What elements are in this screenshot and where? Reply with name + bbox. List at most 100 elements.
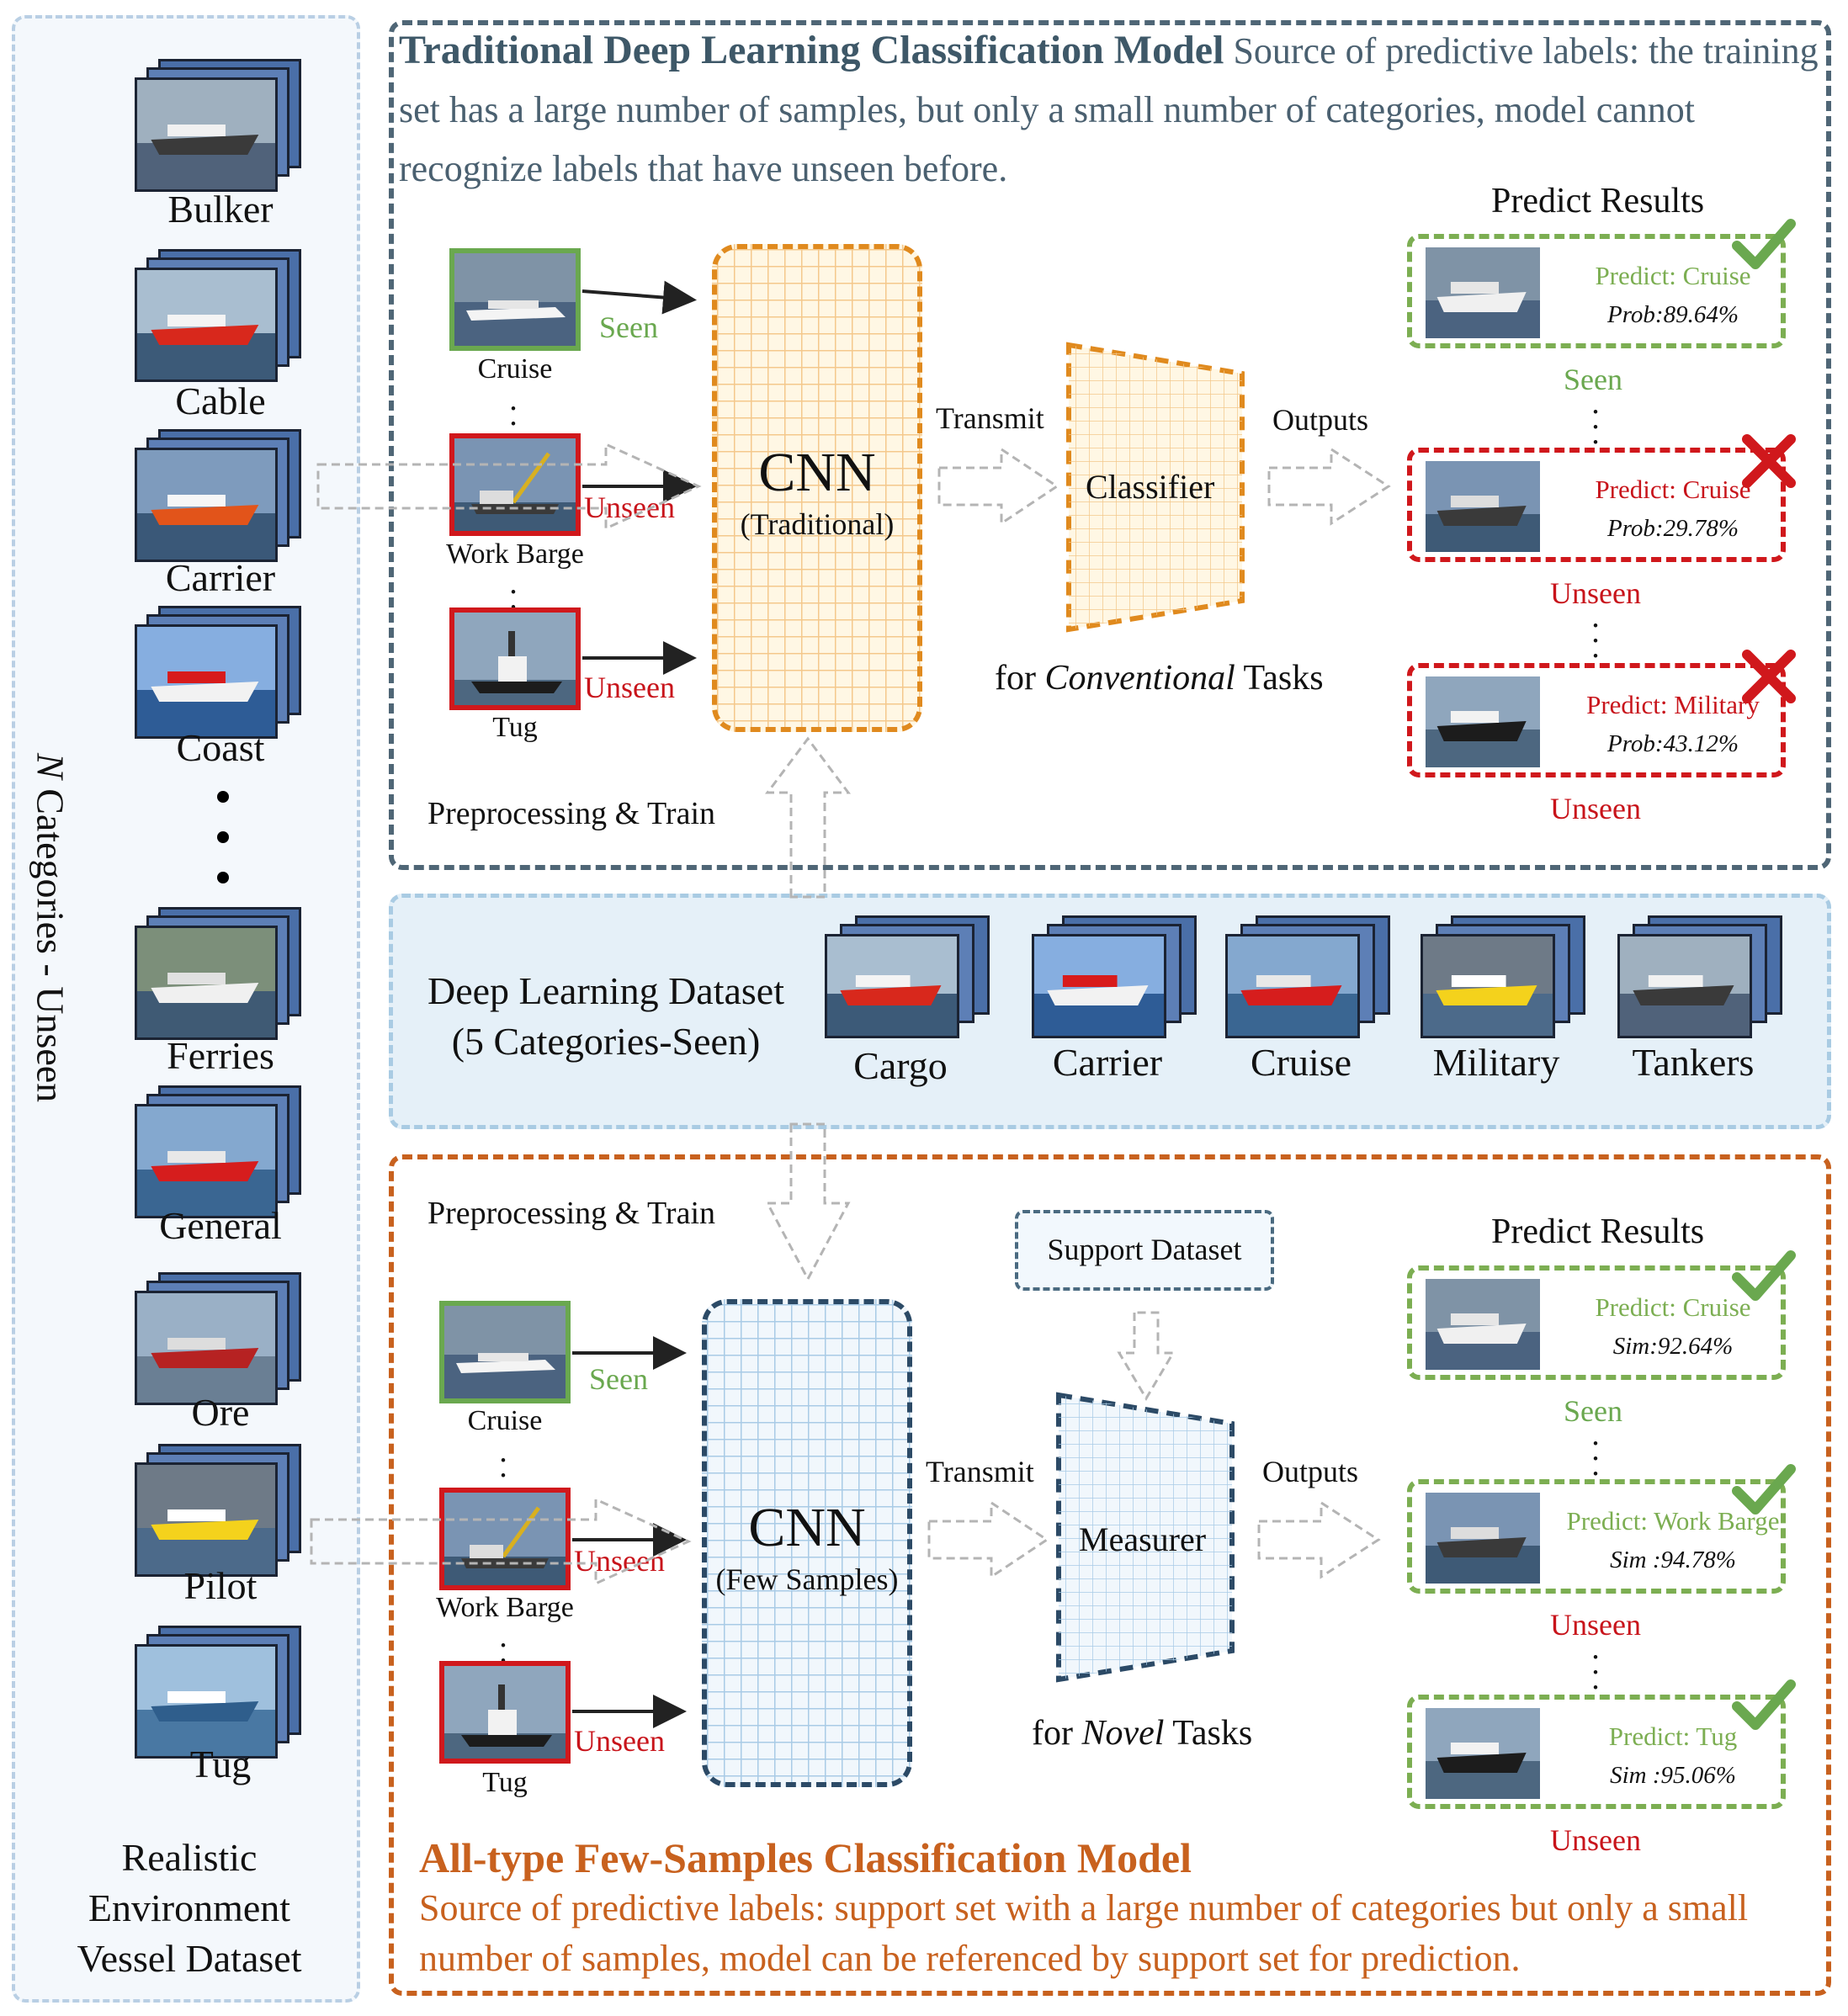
deep-learning-dataset-title: Deep Learning Dataset (5 Categories-Seen… [427, 969, 785, 1063]
hollow-arrow-top-transmit [937, 447, 1059, 526]
top-result-status-1: Seen [1564, 363, 1622, 396]
unseen-category-stack-cable [135, 249, 303, 384]
hollow-arrow-left-to-bottom [310, 1497, 692, 1586]
bottom-preprocessing-label: Preprocessing & Train [427, 1196, 715, 1231]
bottom-result-predict-1: Predict: Cruise [1595, 1292, 1751, 1322]
top-input-tug-image [449, 607, 581, 710]
measurer-label: Measurer [1079, 1520, 1207, 1558]
bottom-outputs-label: Outputs [1262, 1455, 1359, 1488]
bottom-result-image-1 [1426, 1279, 1540, 1370]
bottom-result-card-1: Predict: Cruise Sim:92.64% [1407, 1265, 1786, 1380]
top-result-status-2: Unseen [1550, 576, 1641, 610]
bottom-result-prob-1: Sim:92.64% [1612, 1333, 1734, 1360]
top-input-cruise-image [449, 248, 581, 351]
bottom-input-workbarge-image [439, 1488, 571, 1590]
top-transmit-label: Transmit [936, 401, 1044, 435]
top-result-card-1: Predict: Cruise Prob:89.64% [1407, 234, 1786, 348]
unseen-category-label-ferries: Ferries [167, 1034, 274, 1077]
bottom-input-tug-label: Tug [482, 1767, 528, 1798]
top-result-cross-icon-2 [1739, 431, 1799, 496]
seen-category-label-tankers: Tankers [1632, 1041, 1755, 1084]
hollow-arrow-dataset-to-bottom-cnn [765, 1122, 851, 1282]
support-dataset-box: Support Dataset [1015, 1210, 1274, 1291]
bottom-input-tug-image [439, 1661, 571, 1764]
unseen-category-label-pilot: Pilot [183, 1564, 258, 1607]
unseen-category-stack-coast [135, 606, 303, 740]
unseen-category-stack-bulker [135, 59, 303, 194]
seen-category-stack-carrier [1032, 915, 1200, 1042]
cnn-traditional-title: CNN [758, 442, 876, 503]
bottom-result-status-3: Unseen [1550, 1823, 1641, 1857]
bottom-result-predict-3: Predict: Tug [1608, 1722, 1738, 1751]
bottom-dots-1: ... [499, 1434, 507, 1499]
bottom-result-card-2: Predict: Work Barge Sim :94.78% [1407, 1479, 1786, 1594]
cnn-few-samples-block: CNN (Few Samples) [702, 1299, 912, 1787]
bottom-result-check-icon-1 [1732, 1249, 1796, 1307]
bottom-result-prob-2: Sim :94.78% [1610, 1546, 1736, 1573]
top-dots-1: ... [509, 382, 518, 448]
hollow-arrow-support-to-measurer [1117, 1311, 1176, 1401]
realistic-vessel-dataset-caption: Realistic Environment Vessel Dataset [77, 1836, 302, 1980]
novel-tasks-caption: for Novel Tasks [1032, 1714, 1253, 1753]
top-result-prob-3: Prob:43.12% [1607, 730, 1739, 757]
top-result-card-2: Predict: Cruise Prob:29.78% [1407, 448, 1786, 562]
hollow-arrow-dataset-to-top-cnn [765, 736, 851, 899]
conventional-tasks-caption: for Conventional Tasks [995, 659, 1324, 698]
seen-category-stack-tankers [1617, 915, 1786, 1042]
unseen-category-stack-tug [135, 1626, 303, 1760]
hollow-arrow-left-to-top [316, 442, 702, 531]
hollow-arrow-bottom-outputs [1257, 1500, 1381, 1579]
bottom-input-cruise-status: Seen [589, 1362, 648, 1396]
bottom-input-cruise-label: Cruise [467, 1405, 543, 1436]
top-result-card-3: Predict: Military Prob:43.12% [1407, 663, 1786, 777]
top-result-image-1 [1426, 247, 1540, 338]
seen-category-label-cargo: Cargo [853, 1044, 948, 1087]
bottom-result-dots-2: ... [1591, 1631, 1600, 1696]
top-arrow-cruise [581, 280, 697, 315]
top-input-cruise-status: Seen [599, 310, 658, 344]
top-result-dots-2: ... [1591, 599, 1600, 665]
bottom-result-status-1: Seen [1564, 1394, 1622, 1428]
top-result-predict-2: Predict: Cruise [1595, 475, 1751, 504]
left-vertical-dots [210, 791, 236, 883]
seen-category-stack-military [1421, 915, 1589, 1042]
seen-category-stack-cargo [825, 915, 993, 1042]
cnn-traditional-block: CNN (Traditional) [712, 244, 922, 732]
bottom-result-check-icon-2 [1732, 1462, 1796, 1520]
support-dataset-label: Support Dataset [1047, 1233, 1242, 1266]
seen-category-label-carrier: Carrier [1052, 1041, 1163, 1084]
seen-category-label-cruise: Cruise [1250, 1041, 1352, 1084]
unseen-category-label-carrier: Carrier [165, 556, 276, 599]
unseen-category-label-ore: Ore [191, 1391, 250, 1434]
unseen-category-label-tug: Tug [189, 1743, 252, 1785]
bottom-result-status-2: Unseen [1550, 1608, 1641, 1642]
bottom-result-predict-2: Predict: Work Barge [1566, 1506, 1780, 1536]
seen-category-label-military: Military [1432, 1041, 1560, 1084]
unseen-category-label-general: General [159, 1204, 282, 1247]
hollow-arrow-top-outputs [1267, 447, 1391, 526]
top-result-cross-icon-3 [1739, 646, 1799, 711]
top-input-tug-label: Tug [492, 712, 538, 743]
hollow-arrow-bottom-transmit [927, 1500, 1049, 1579]
bottom-result-image-3 [1426, 1708, 1540, 1799]
unseen-category-stack-pilot [135, 1444, 303, 1578]
top-result-dots-1: ... [1591, 385, 1600, 451]
unseen-category-label-cable: Cable [175, 379, 266, 422]
bottom-result-image-2 [1426, 1493, 1540, 1584]
unseen-category-stack-carrier [135, 429, 303, 564]
top-result-prob-1: Prob:89.64% [1607, 301, 1739, 328]
top-input-cruise-label: Cruise [477, 353, 553, 385]
unseen-category-stack-ore [135, 1272, 303, 1407]
top-outputs-label: Outputs [1272, 403, 1369, 437]
bottom-input-workbarge-label: Work Barge [436, 1592, 574, 1623]
cnn-few-samples-title: CNN [748, 1497, 866, 1558]
top-input-tug-status: Unseen [584, 671, 675, 704]
cnn-few-samples-subtitle: (Few Samples) [715, 1562, 899, 1596]
bottom-input-workbarge-status: Unseen [574, 1544, 665, 1578]
bottom-input-cruise-image [439, 1301, 571, 1403]
unseen-category-label-bulker: Bulker [167, 188, 273, 231]
unseen-category-stack-general [135, 1085, 303, 1220]
traditional-model-header: Traditional Deep Learning Classification… [399, 28, 1819, 189]
classifier-block [1066, 342, 1245, 633]
